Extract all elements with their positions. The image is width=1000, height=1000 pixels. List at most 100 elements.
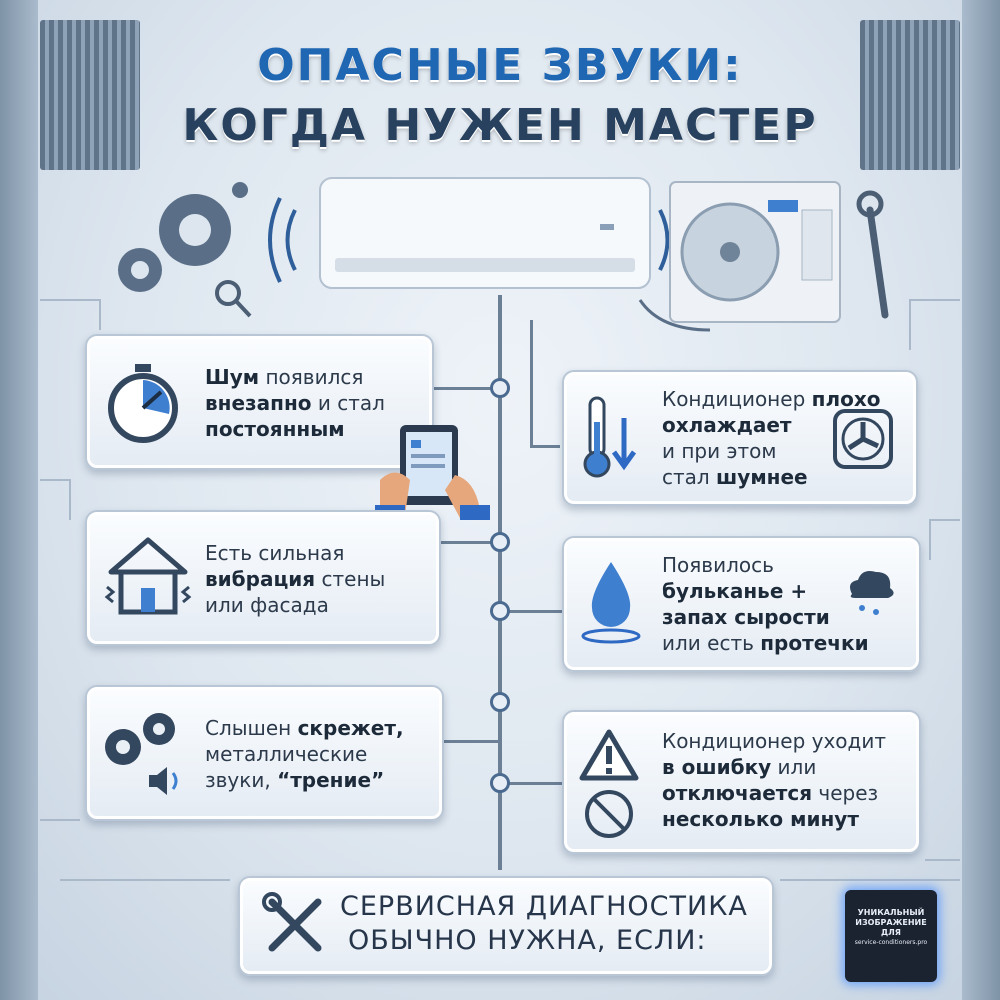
node — [490, 532, 510, 552]
bold-text: несколько минут — [662, 807, 859, 831]
text-line: Появилось — [662, 552, 869, 578]
text-line: в ошибку или — [662, 754, 886, 780]
plain-text: Кондиционер — [662, 387, 812, 411]
rain-cloud-icon — [850, 571, 894, 615]
bold-text: вибрация — [205, 567, 316, 591]
fan-icon — [833, 409, 893, 469]
bold-text: Шум — [205, 365, 260, 389]
text-line: постоянным — [205, 416, 385, 442]
text-line: Кондиционер уходит — [662, 728, 886, 754]
text-line: бульканье + — [662, 578, 869, 604]
text-line: звуки, “трение” — [205, 767, 404, 793]
text-line: вибрация стены — [205, 566, 385, 592]
connector — [432, 387, 500, 390]
plain-text: Слышен — [205, 716, 298, 740]
bold-text: охлаждает — [662, 413, 792, 437]
bold-text: бульканье + — [662, 579, 808, 603]
text-line: охлаждает — [662, 412, 880, 438]
badge-line-2: ИЗОБРАЖЕНИЕ — [855, 918, 927, 927]
magnifier-icon — [215, 280, 252, 318]
text-line: стал шумнее — [662, 464, 880, 490]
badge-line-3: ДЛЯ — [881, 928, 901, 937]
plain-text: Появилось — [662, 553, 774, 577]
bold-text: внезапно — [205, 391, 312, 415]
connector — [500, 610, 562, 613]
stopwatch-icon — [108, 364, 178, 443]
text-line: запах сырости — [662, 604, 869, 630]
right-vent — [860, 20, 960, 170]
bold-text: плохо — [811, 387, 881, 411]
plain-text: стал — [662, 465, 717, 489]
text-line: металлические — [205, 741, 404, 767]
plain-text: или фасада — [205, 593, 329, 617]
plain-text: и стал — [311, 391, 385, 415]
plain-text: через — [812, 781, 879, 805]
bold-text: в ошибку — [662, 755, 772, 779]
warning-icon — [579, 729, 639, 838]
badge-line-4: service-conditioners.pro — [854, 939, 928, 946]
thermometer-icon — [583, 396, 637, 478]
text-line: отключается через — [662, 780, 886, 806]
bold-text: запах сырости — [662, 605, 830, 629]
house-vibration-icon — [104, 537, 192, 615]
node — [490, 692, 510, 712]
connector — [440, 740, 500, 743]
plain-text: или — [771, 755, 817, 779]
connector — [500, 782, 562, 785]
badge-line-1: УНИКАЛЬНЫЙ — [857, 908, 925, 917]
indoor-ac-unit — [319, 177, 651, 289]
node — [490, 773, 510, 793]
bold-text: отключается — [662, 781, 813, 805]
gears-icon — [105, 713, 178, 795]
bottom-box: СЕРВИСНАЯ ДИАГНОСТИКА ОБЫЧНО НУЖНА, ЕСЛИ… — [238, 876, 774, 976]
plain-text: металлические — [205, 742, 368, 766]
text-line: Есть сильная — [205, 540, 385, 566]
text-line: или фасада — [205, 592, 385, 618]
title-line-1: ОПАСНЫЕ ЗВУКИ: — [257, 40, 743, 91]
plain-text: и при этом — [662, 439, 777, 463]
outdoor-ac-unit — [669, 181, 841, 323]
bold-text: “трение” — [277, 768, 385, 792]
text-line: внезапно и стал — [205, 390, 385, 416]
tablet-icon — [375, 425, 490, 520]
gear-icon — [118, 182, 248, 292]
text-line: Шум появился — [205, 364, 385, 390]
bold-text: скрежет, — [297, 716, 404, 740]
center-spine — [498, 295, 502, 870]
bold-text: протечки — [760, 631, 869, 655]
right-branch — [530, 320, 533, 445]
bold-text: постоянным — [205, 417, 345, 441]
text-line: или есть протечки — [662, 630, 869, 656]
title-line-2: КОГДА НУЖЕН МАСТЕР — [182, 100, 818, 151]
watermark-chip: УНИКАЛЬНЫЙ ИЗОБРАЖЕНИЕ ДЛЯ service-condi… — [845, 890, 937, 982]
text-line: несколько минут — [662, 806, 886, 832]
wrench-icon — [866, 206, 889, 319]
bottom-line-2: ОБЫЧНО НУЖНА, ЕСЛИ: — [348, 925, 707, 956]
ac-illustration — [118, 177, 889, 332]
plain-text: Есть сильная — [205, 541, 345, 565]
bottom-line-1: СЕРВИСНАЯ ДИАГНОСТИКА — [340, 891, 748, 922]
plain-text: стены — [315, 567, 386, 591]
node — [490, 378, 510, 398]
bold-text: шумнее — [716, 465, 808, 489]
connector — [432, 541, 500, 544]
left-panel — [0, 0, 38, 1000]
right-branch-h — [530, 445, 560, 448]
right-panel — [962, 0, 1000, 1000]
water-drop-icon — [581, 562, 641, 644]
text-line: Кондиционер плохо — [662, 386, 880, 412]
node — [490, 601, 510, 621]
